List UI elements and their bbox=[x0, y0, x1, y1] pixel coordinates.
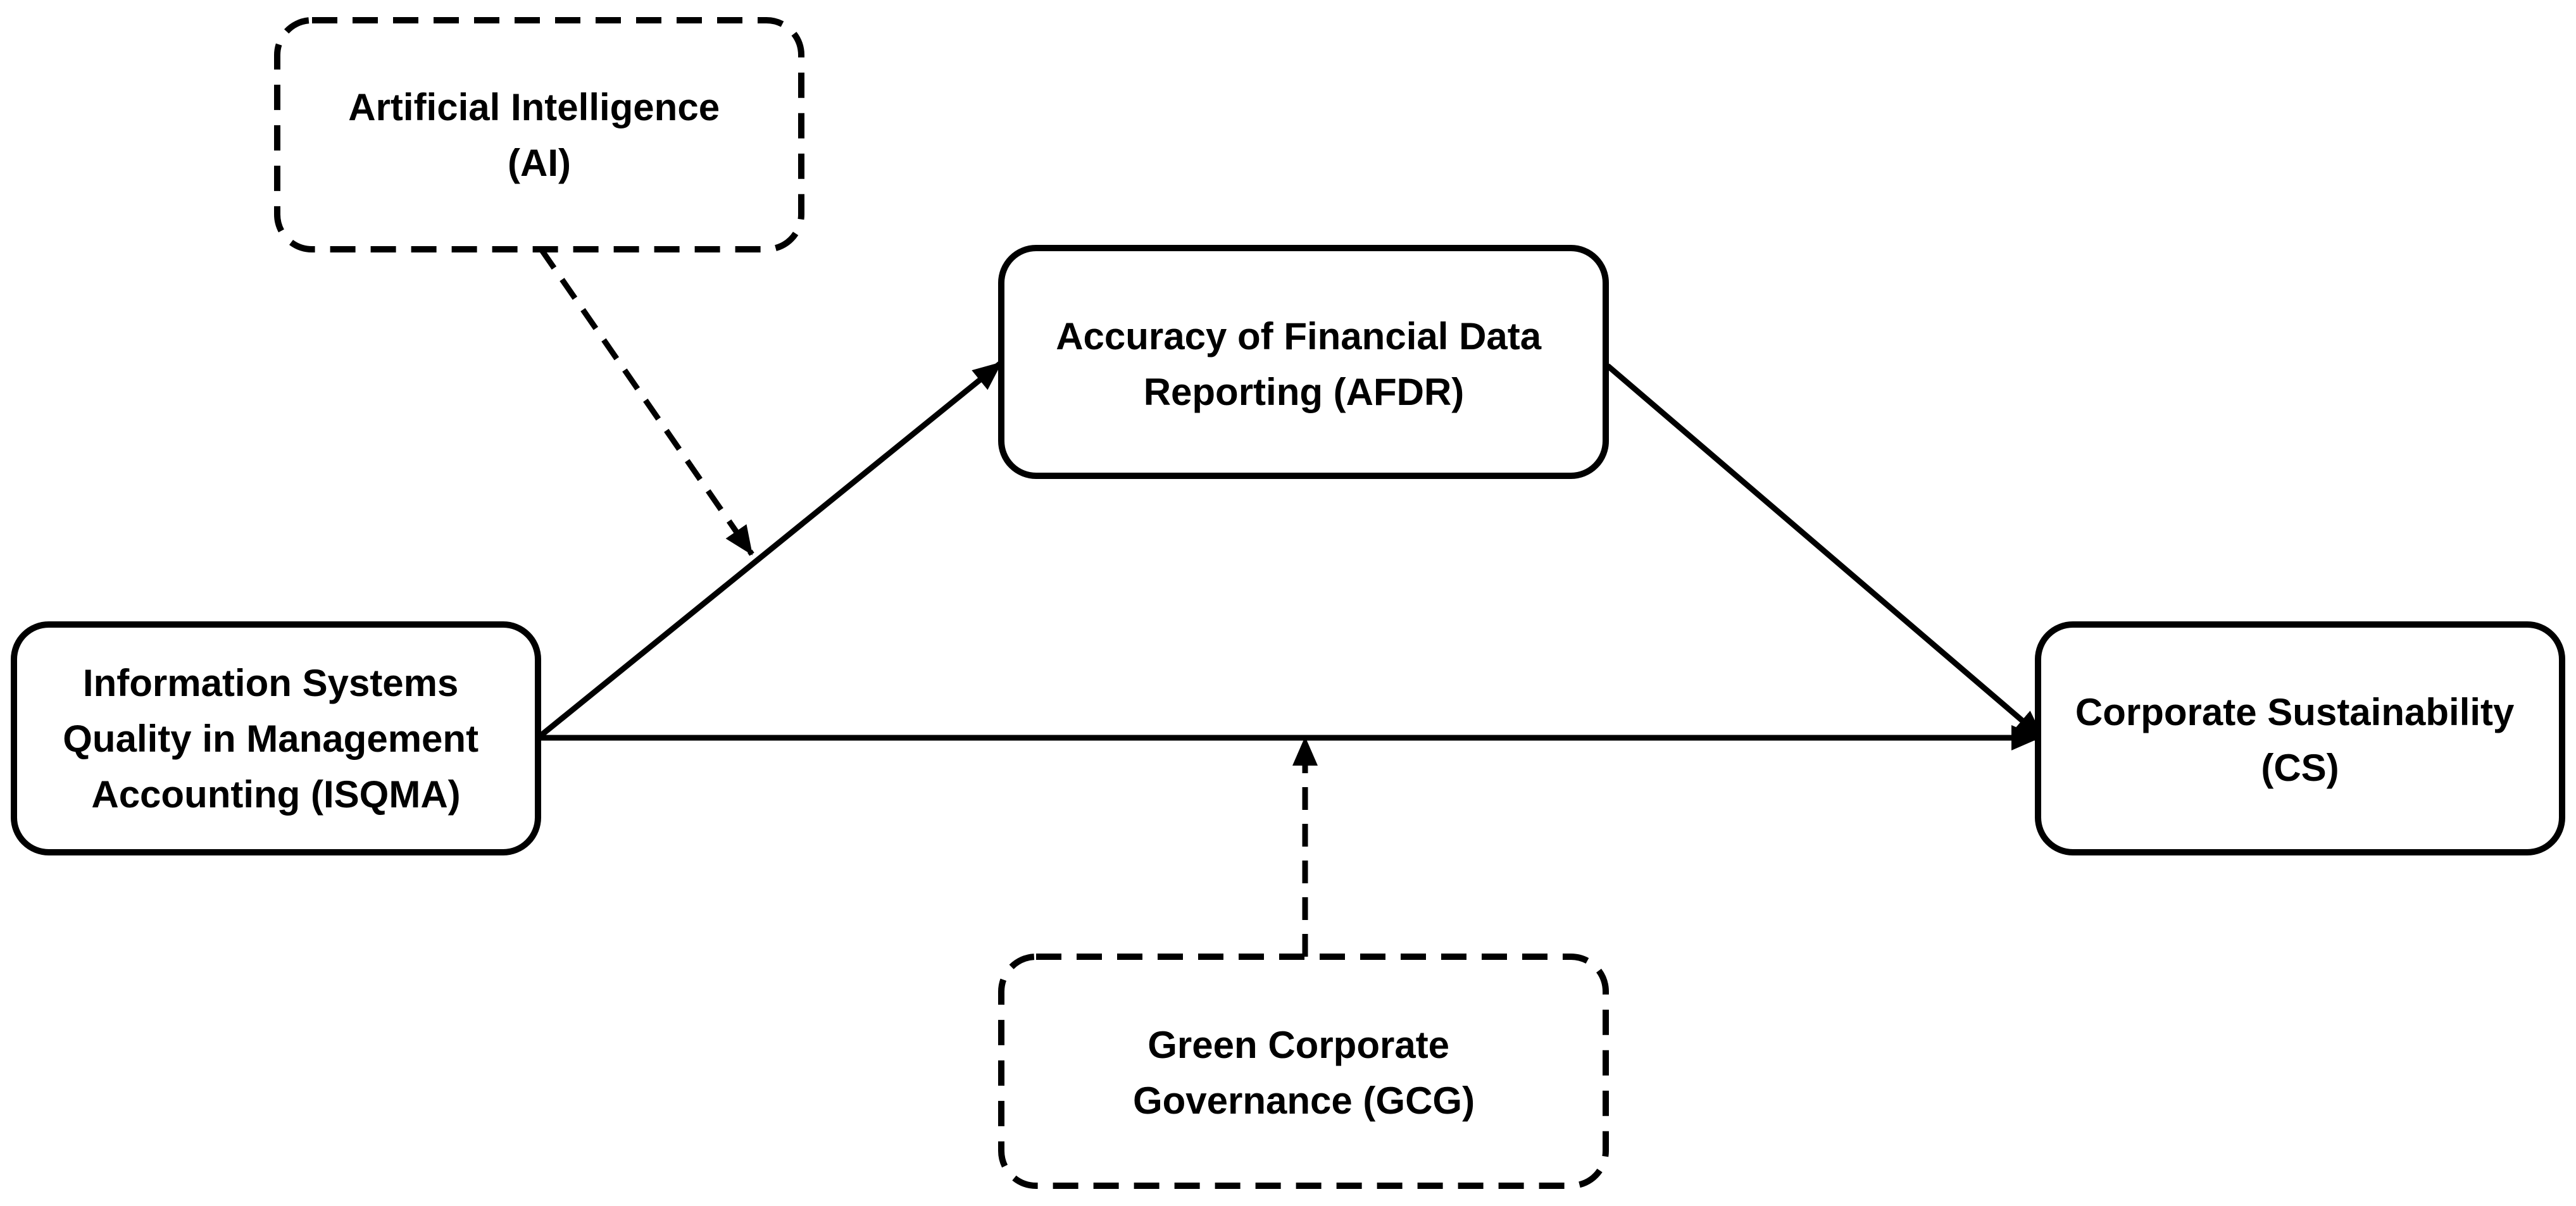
arrow-isqma-to-afdr bbox=[536, 360, 1003, 740]
node-cs-line-2: (CS) bbox=[2261, 747, 2339, 789]
node-cs-line-1: Corporate Sustainability bbox=[2075, 691, 2515, 733]
node-cs: Corporate Sustainability (CS) bbox=[2035, 621, 2565, 855]
node-ai-line-2: (AI) bbox=[508, 142, 571, 184]
arrow-afdr-to-cs bbox=[1606, 363, 2045, 741]
node-isqma-line-3: Accounting (ISQMA) bbox=[91, 773, 460, 816]
node-afdr-line-2: Reporting (AFDR) bbox=[1144, 371, 1465, 413]
node-isqma-line-1: Information Systems bbox=[83, 662, 458, 704]
node-gcg-line-1: Green Corporate bbox=[1147, 1024, 1449, 1066]
node-isqma-line-2: Quality in Management bbox=[63, 718, 478, 760]
node-afdr-line-1: Accuracy of Financial Data bbox=[1056, 315, 1542, 357]
svg-text:Artificial Intelligence: Artificial Intelligence (AI) bbox=[348, 86, 730, 184]
svg-text:Information Systems Qual: Information Systems Quality in Managemen… bbox=[63, 662, 489, 816]
svg-text:Accuracy of Financial Data: Accuracy of Financial Data Reporting (AF… bbox=[1056, 315, 1552, 413]
node-ai: Artificial Intelligence (AI) bbox=[274, 17, 804, 252]
svg-text:Green Corporate Governan: Green Corporate Governance (GCG) bbox=[1133, 1024, 1475, 1122]
node-ai-line-1: Artificial Intelligence bbox=[348, 86, 720, 128]
node-afdr: Accuracy of Financial Data Reporting (AF… bbox=[998, 245, 1609, 479]
node-gcg: Green Corporate Governance (GCG) bbox=[998, 954, 1609, 1189]
node-isqma: Information Systems Quality in Managemen… bbox=[11, 621, 541, 855]
dashed-arrow-ai-moderation bbox=[539, 247, 754, 556]
svg-text:Corporate Sustainability: Corporate Sustainability (CS) bbox=[2075, 691, 2525, 789]
node-gcg-line-2: Governance (GCG) bbox=[1133, 1079, 1475, 1122]
